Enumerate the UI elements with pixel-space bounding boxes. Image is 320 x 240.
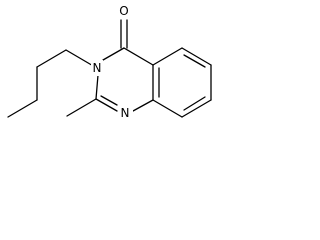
- atom-label-n1: N: [121, 106, 130, 120]
- structure-drawing: O N N: [7, 2, 212, 120]
- bond-benz-1: [152, 47, 183, 66]
- bond-benz-inner-2: [183, 96, 206, 111]
- molecule-canvas: O N N: [0, 0, 249, 136]
- bond-benz-5: [152, 99, 183, 118]
- bond-methyl: [66, 98, 97, 117]
- bond-butyl-1: [7, 99, 38, 118]
- bond-c4-c4a: [123, 47, 154, 66]
- bond-butyl-3: [36, 49, 67, 68]
- bond-benz-4: [181, 99, 212, 118]
- atom-label-oxygen: O: [119, 4, 128, 18]
- bond-n1-c2: [95, 98, 118, 112]
- atom-label-n3: N: [93, 61, 102, 75]
- bond-c8a-n1: [132, 99, 154, 112]
- bond-n3-c4: [102, 47, 125, 61]
- bond-benz-2: [181, 47, 212, 66]
- bond-butyl-4: [65, 49, 96, 68]
- bond-benz-inner-1: [183, 54, 206, 68]
- bond-n1-c2-double: [100, 95, 118, 106]
- bond-c2-n3: [95, 74, 99, 100]
